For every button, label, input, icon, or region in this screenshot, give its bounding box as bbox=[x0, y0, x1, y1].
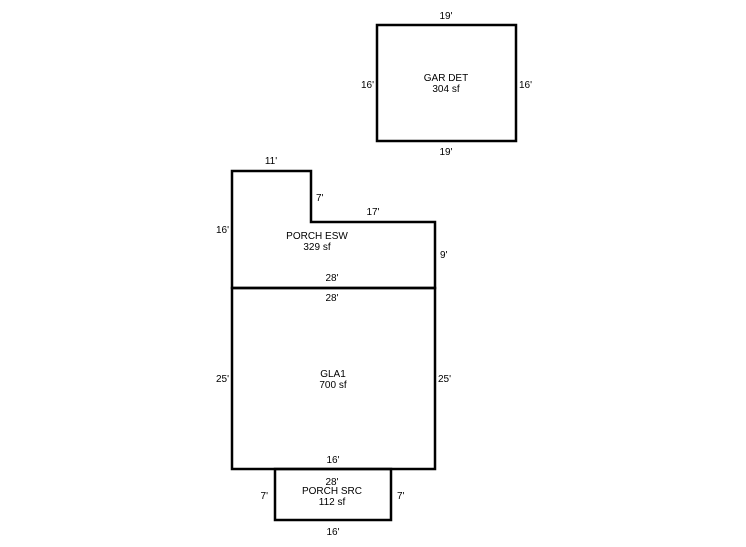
gla1-area-value: 700 sf bbox=[319, 380, 346, 391]
gla1-top-dimension: 28' bbox=[325, 293, 338, 304]
porch-esw-top-right-dimension: 17' bbox=[366, 207, 379, 218]
porch-esw-label: PORCH ESW bbox=[286, 231, 348, 242]
garage-right-dimension: 16' bbox=[519, 80, 532, 91]
porch-src-label: PORCH SRC bbox=[302, 486, 362, 497]
porch-esw-top-left-dimension: 11' bbox=[265, 156, 277, 167]
porch-esw-left-dimension: 16' bbox=[216, 225, 229, 236]
porch-esw-outline bbox=[230, 169, 437, 290]
porch-src-right-dimension: 7' bbox=[397, 491, 405, 502]
garage-left-dimension: 16' bbox=[361, 80, 374, 91]
gla1-bottom-dimension: 16' bbox=[326, 455, 339, 466]
porch-src-area-value: 112 sf bbox=[319, 497, 346, 508]
porch-src-left-dimension: 7' bbox=[261, 491, 269, 502]
porch-src-top-dimension: 28' bbox=[325, 477, 338, 488]
porch-esw-area-value: 329 sf bbox=[303, 242, 330, 253]
porch-esw-notch-dimension: 7' bbox=[316, 193, 324, 204]
gla1-label: GLA1 bbox=[320, 369, 346, 380]
gla1-area: 28' 16' 25' 25' GLA1 700 sf bbox=[216, 286, 451, 471]
garage-bottom-dimension: 19' bbox=[439, 147, 452, 158]
garage-top-dimension: 19' bbox=[439, 11, 452, 22]
garage-area-value: 304 sf bbox=[432, 84, 459, 95]
gla1-left-dimension: 25' bbox=[216, 374, 229, 385]
porch-src-bottom-dimension: 16' bbox=[326, 527, 339, 538]
porch-esw-bottom-dimension: 28' bbox=[325, 273, 338, 284]
porch-esw-area: 11' 7' 17' 16' 9' 28' PORCH ESW 329 sf bbox=[216, 156, 448, 290]
garage-outline bbox=[375, 23, 518, 143]
porch-esw-right-dimension: 9' bbox=[440, 250, 448, 261]
porch-src-area: 28' 16' 7' 7' PORCH SRC 112 sf bbox=[261, 467, 405, 538]
gla1-right-dimension: 25' bbox=[438, 374, 451, 385]
garage-area: 19' 19' 16' 16' GAR DET 304 sf bbox=[361, 11, 532, 158]
porch-src-outline bbox=[273, 467, 393, 522]
garage-label: GAR DET bbox=[424, 73, 468, 84]
